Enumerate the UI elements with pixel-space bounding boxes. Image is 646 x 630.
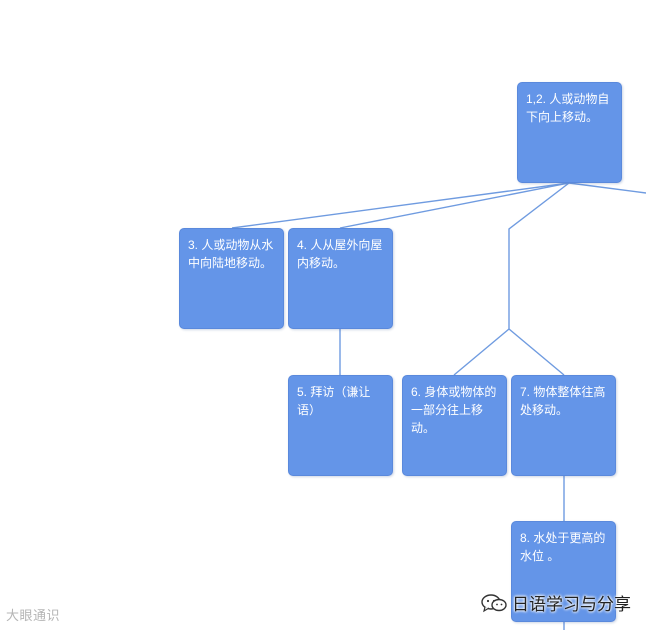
watermark-right: 日语学习与分享	[480, 590, 631, 615]
node-visit-humble: 5. 拜访（谦让语）	[288, 375, 393, 476]
wechat-icon	[480, 593, 508, 613]
watermark-left-text: 大眼通识	[6, 608, 61, 623]
node-object-to-high-place: 7. 物体整体往高处移动。	[511, 375, 616, 476]
watermark-left: 大眼通识	[6, 605, 60, 624]
node-label: 1,2. 人或动物自下向上移动。	[526, 92, 610, 124]
watermark-right-text: 日语学习与分享	[512, 595, 631, 614]
node-upward-movement: 1,2. 人或动物自下向上移动。	[517, 82, 622, 183]
node-outside-to-inside: 4. 人从屋外向屋内移动。	[288, 228, 393, 329]
node-label: 3. 人或动物从水中向陆地移动。	[188, 238, 274, 270]
connector-n1-offscreen	[568, 182, 646, 194]
node-water-level-rise: 8. 水处于更高的水位 。	[511, 521, 616, 622]
node-label: 4. 人从屋外向屋内移动。	[297, 238, 383, 270]
node-label: 7. 物体整体往高处移动。	[520, 385, 606, 417]
connector-n1-n3	[231, 182, 570, 229]
connector-group-n6	[453, 328, 510, 376]
node-label: 8. 水处于更高的水位 。	[520, 531, 606, 563]
node-label: 5. 拜访（谦让语）	[297, 385, 371, 417]
connector-n1-n4	[339, 182, 570, 229]
node-body-part-up: 6. 身体或物体的一部分往上移动。	[402, 375, 507, 476]
connector-n1-group	[508, 182, 570, 329]
node-water-to-land: 3. 人或动物从水中向陆地移动。	[179, 228, 284, 329]
node-label: 6. 身体或物体的一部分往上移动。	[411, 385, 497, 435]
connector-group-n7	[508, 328, 565, 376]
